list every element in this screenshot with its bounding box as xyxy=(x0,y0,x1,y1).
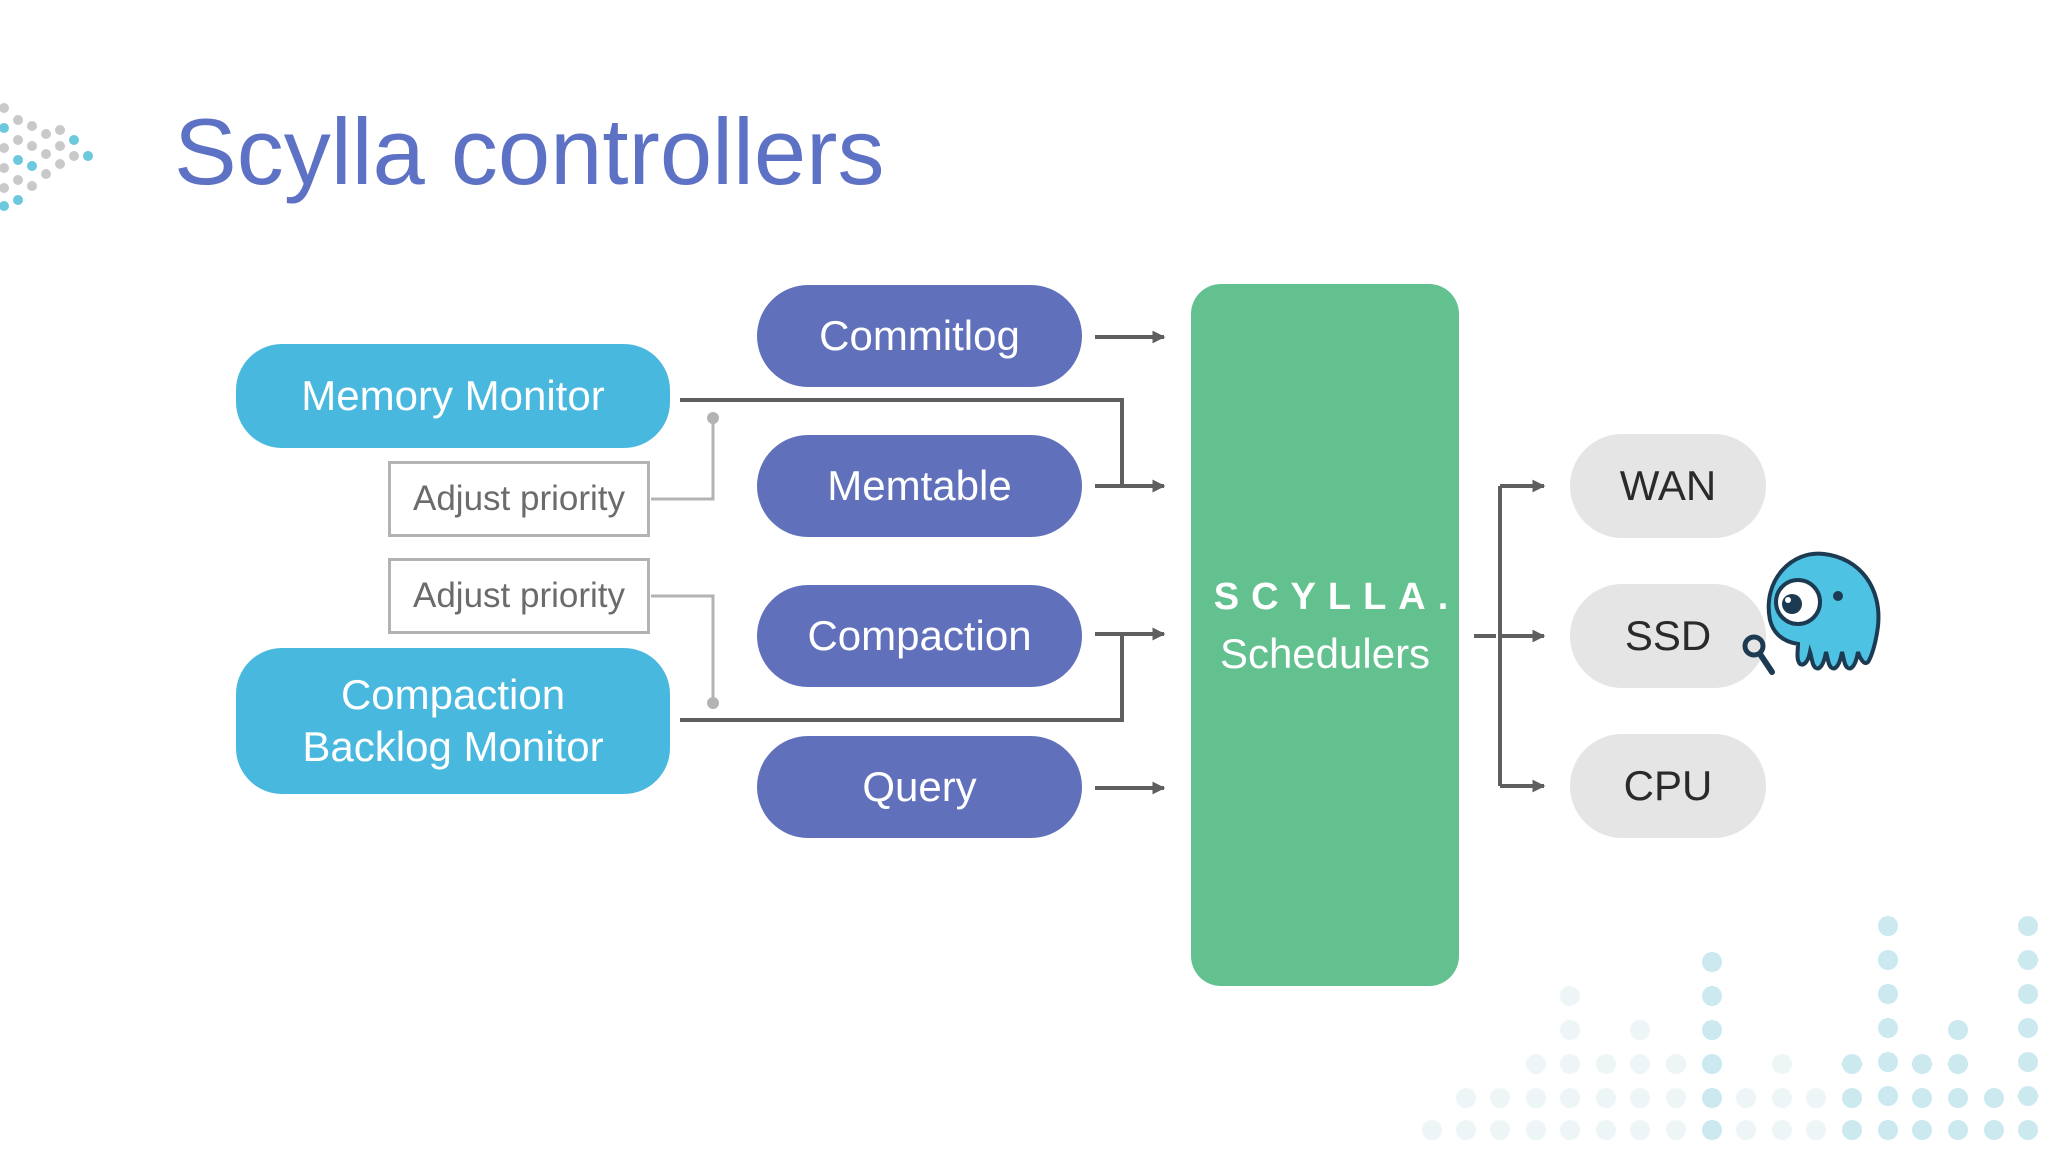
dot-pattern-decoration-icon xyxy=(0,103,93,211)
queue-query: Query xyxy=(757,736,1082,838)
adjust-priority-label: Adjust priority xyxy=(412,576,626,615)
scylla-octopus-mascot-icon xyxy=(1742,551,1881,675)
adjust-priority-box-memory: Adjust priority xyxy=(388,461,650,537)
queue-commitlog-label: Commitlog xyxy=(819,312,1020,359)
memory-monitor-label: Memory Monitor xyxy=(301,372,605,419)
queue-commitlog: Commitlog xyxy=(757,285,1082,387)
feedback-line-memory xyxy=(651,418,715,501)
queue-query-label: Query xyxy=(862,763,977,810)
scylla-schedulers-block: SCYLLA. Schedulers xyxy=(1191,284,1459,986)
slide-title: Scylla controllers xyxy=(174,99,885,204)
feedback-dot xyxy=(707,412,719,424)
memory-monitor-node: Memory Monitor xyxy=(236,344,670,448)
resource-cpu: CPU xyxy=(1570,734,1766,838)
resource-ssd: SSD xyxy=(1570,584,1766,688)
queue-compaction-label: Compaction xyxy=(807,612,1032,659)
resource-wan: WAN xyxy=(1570,434,1766,538)
adjust-priority-box-compaction: Adjust priority xyxy=(388,558,650,634)
resource-cpu-label: CPU xyxy=(1623,762,1713,809)
feedback-line-compaction xyxy=(651,594,715,703)
queue-compaction: Compaction xyxy=(757,585,1082,687)
compaction-backlog-monitor-node: Compaction Backlog Monitor xyxy=(236,648,670,794)
adjust-priority-label: Adjust priority xyxy=(412,479,626,518)
queue-memtable: Memtable xyxy=(757,435,1082,537)
resource-ssd-label: SSD xyxy=(1624,612,1712,659)
feedback-dot xyxy=(707,697,719,709)
resource-wan-label: WAN xyxy=(1619,462,1717,509)
compaction-backlog-monitor-label: Compaction Backlog Monitor xyxy=(302,671,604,770)
queue-memtable-label: Memtable xyxy=(827,462,1012,509)
scylla-logo-text: SCYLLA. xyxy=(1213,576,1461,618)
dot-pattern-decoration-icon xyxy=(1422,916,2038,1140)
schedulers-label: Schedulers xyxy=(1219,630,1431,677)
